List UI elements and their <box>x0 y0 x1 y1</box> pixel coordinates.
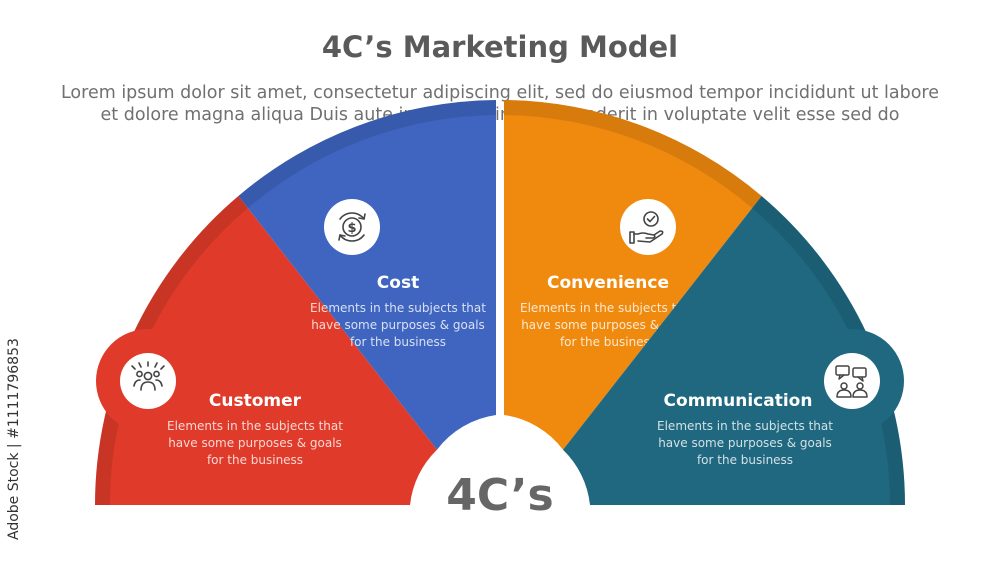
segment-communication: Communication Elements in the subjects t… <box>563 196 905 505</box>
segment-convenience-title: Convenience <box>547 273 669 293</box>
segment-cost-desc-2: have some purposes & goals <box>311 318 485 332</box>
segment-communication-icon-bg <box>824 353 880 409</box>
segment-customer-band <box>95 196 248 505</box>
segment-cost-band <box>238 100 496 208</box>
segment-customer: Customer Elements in the subjects that h… <box>95 196 437 505</box>
segment-communication-shape <box>563 196 905 505</box>
subtitle-line-1: Lorem ipsum dolor sit amet, consectetur … <box>60 83 940 103</box>
dollar-cycle-icon <box>338 212 366 242</box>
segment-customer-desc-1: Elements in the subjects that <box>167 419 343 433</box>
segment-communication-title: Communication <box>664 391 813 411</box>
segment-customer-desc-2: have some purposes & goals <box>168 436 342 450</box>
segment-customer-title: Customer <box>209 391 302 411</box>
people-group-icon <box>131 361 165 391</box>
segment-communication-desc-1: Elements in the subjects that <box>657 419 833 433</box>
segment-cost-icon-bg <box>324 199 380 255</box>
segment-communication-band <box>752 196 905 505</box>
chat-people-icon <box>835 365 868 398</box>
dollar-symbol: $ <box>347 221 356 236</box>
segment-customer-shape <box>95 196 437 505</box>
hand-check-icon <box>629 211 664 244</box>
segment-communication-desc-3: for the business <box>697 453 793 467</box>
page-subtitle: Lorem ipsum dolor sit amet, consectetur … <box>40 82 960 126</box>
segment-convenience-band <box>504 100 762 208</box>
subtitle-line-2: et dolore magna aliqua Duis aute irure d… <box>100 105 900 125</box>
page-title: 4C’s Marketing Model <box>321 30 679 64</box>
stock-id-text: Adobe Stock | #1111796853 <box>6 338 22 540</box>
segment-convenience-desc-3: for the business <box>560 335 656 349</box>
segment-convenience: Convenience Elements in the subjects tha… <box>504 100 762 450</box>
segment-convenience-desc-2: have some purposes & goals <box>521 318 695 332</box>
segment-communication-desc-2: have some purposes & goals <box>658 436 832 450</box>
center-label: 4C’s <box>446 470 553 521</box>
segment-cost: $ Cost Elements in the subjects that hav… <box>238 100 496 450</box>
segment-cost-desc-3: for the business <box>350 335 446 349</box>
segment-cost-title: Cost <box>377 273 419 293</box>
segment-convenience-desc-1: Elements in the subjects that <box>520 301 696 315</box>
segment-convenience-icon-bg <box>620 199 676 255</box>
segment-cost-desc-1: Elements in the subjects that <box>310 301 486 315</box>
segment-customer-desc-3: for the business <box>207 453 303 467</box>
